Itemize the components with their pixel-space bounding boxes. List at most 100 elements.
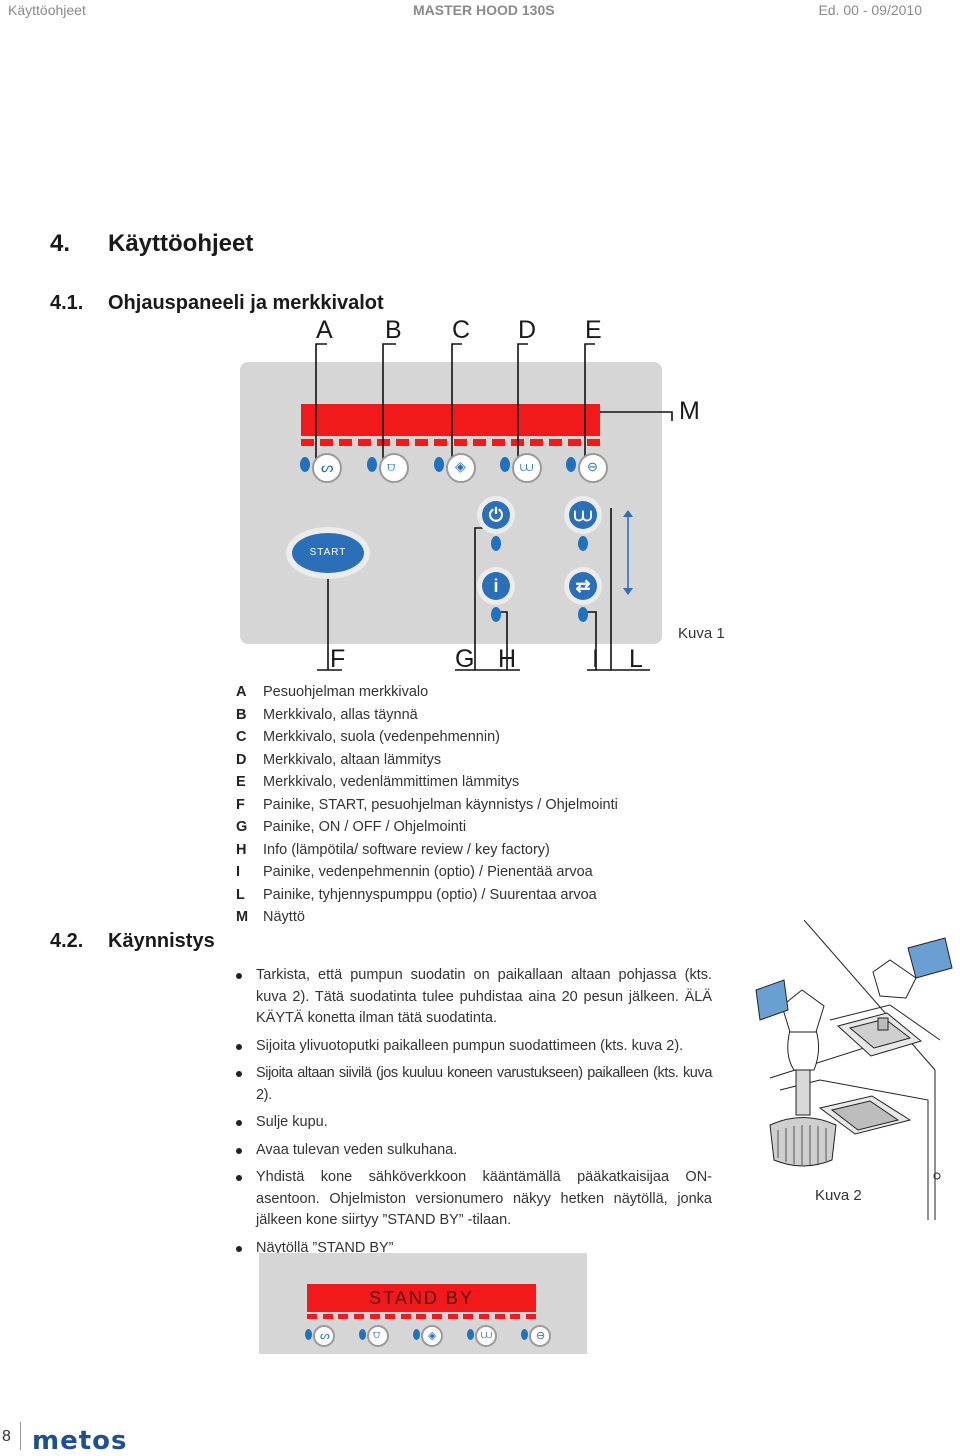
softener-button[interactable]: ⇄ bbox=[564, 567, 602, 605]
tank-heater-icon: ⩊ bbox=[520, 459, 534, 474]
salt-icon: ◈ bbox=[455, 458, 466, 474]
indicator-led bbox=[491, 536, 501, 551]
standby-indicator: ⩊ bbox=[475, 1325, 497, 1347]
legend-text: Merkkivalo, altaan lämmitys bbox=[263, 751, 442, 768]
indicator-led bbox=[578, 536, 588, 551]
program-indicator-a: ᔕ bbox=[312, 453, 342, 483]
boiler-icon: ⊖ bbox=[536, 1330, 546, 1342]
callout-lines bbox=[315, 343, 673, 671]
list-item: Yhdistä kone sähköverkkoon kääntämällä p… bbox=[234, 1167, 712, 1232]
indicator-led bbox=[305, 1329, 312, 1340]
panel-display bbox=[301, 404, 600, 436]
legend-row: B Merkkivalo, allas täynnä bbox=[236, 704, 618, 727]
figure-1-caption: Kuva 1 bbox=[678, 625, 725, 642]
section-title: Käyttöohjeet bbox=[108, 230, 254, 257]
legend-text: Painike, tyhjennyspumppu (optio) / Suure… bbox=[263, 886, 597, 903]
salt-icon: ◈ bbox=[428, 1330, 437, 1342]
indicator-led bbox=[500, 457, 510, 472]
list-item: Sulje kupu. bbox=[234, 1112, 712, 1134]
indicator-led bbox=[434, 457, 444, 472]
indicator-led bbox=[521, 1329, 528, 1340]
standby-indicator: ⩌ bbox=[367, 1325, 389, 1347]
section-heading: 4. Käyttöohjeet bbox=[50, 230, 253, 258]
start-button[interactable]: START bbox=[286, 527, 370, 579]
subsection-heading-panel: 4.1.Ohjauspaneeli ja merkkivalot bbox=[50, 292, 384, 315]
list-item: Näytöllä ”STAND BY” bbox=[234, 1238, 712, 1260]
start-button-label: START bbox=[292, 533, 364, 573]
callout-letter-e: E bbox=[585, 316, 602, 344]
section-number: 4. bbox=[50, 230, 71, 257]
callout-letter-i: I bbox=[592, 645, 599, 673]
legend-key: L bbox=[236, 886, 245, 903]
legend-row: G Painike, ON / OFF / Ohjelmointi bbox=[236, 816, 618, 839]
salt-indicator-c: ◈ bbox=[446, 453, 476, 483]
legend-row: M Näyttö bbox=[236, 906, 618, 929]
legend-row: L Painike, tyhjennyspumppu (optio) / Suur… bbox=[236, 884, 618, 907]
list-item: Sijoita ylivuotoputki paikalleen pumpun … bbox=[234, 1036, 712, 1058]
metos-logo: metos bbox=[32, 1426, 128, 1456]
fan-icon: ᔕ bbox=[320, 1330, 330, 1342]
subsection-title: Ohjauspaneeli ja merkkivalot bbox=[108, 292, 384, 314]
footer-divider bbox=[20, 1422, 21, 1450]
info-icon: i bbox=[482, 572, 510, 600]
standby-display: STAND BY bbox=[307, 1284, 536, 1312]
header-edition: Ed. 00 - 09/2010 bbox=[818, 2, 922, 18]
standby-indicator: ᔕ bbox=[313, 1325, 335, 1347]
indicator-led bbox=[578, 607, 588, 622]
legend-text: Painike, ON / OFF / Ohjelmointi bbox=[263, 819, 467, 835]
legend-key: D bbox=[236, 751, 247, 768]
subsection-title: Käynnistys bbox=[108, 930, 215, 952]
header-product-name: MASTER HOOD 130S bbox=[413, 2, 555, 18]
callout-letter-l: L bbox=[629, 645, 643, 673]
legend-text: Merkkivalo, allas täynnä bbox=[263, 706, 418, 723]
indicator-led bbox=[467, 1329, 474, 1340]
tank-heater-icon: ⩊ bbox=[481, 1329, 493, 1341]
figure-2-caption: Kuva 2 bbox=[815, 1187, 862, 1204]
legend-key: M bbox=[236, 909, 249, 925]
legend-key: A bbox=[236, 684, 247, 700]
startup-steps: Tarkista, että pumpun suodatin on paikal… bbox=[234, 965, 712, 1265]
legend-key: I bbox=[236, 864, 241, 880]
legend-row: E Merkkivalo, vedenlämmittimen lämmitys bbox=[236, 771, 618, 794]
legend-text: Näyttö bbox=[263, 909, 305, 925]
indicator-led bbox=[413, 1329, 420, 1340]
header-manual-title: Käyttöohjeet bbox=[8, 2, 86, 18]
panel-legend: A Pesuohjelman merkkivalo B Merkkivalo, al… bbox=[236, 681, 618, 929]
callout-letter-a: A bbox=[316, 316, 333, 344]
callout-letter-d: D bbox=[518, 316, 537, 344]
indicator-led bbox=[491, 607, 501, 622]
standby-indicator: ⊖ bbox=[529, 1325, 551, 1347]
legend-row: I Painike, vedenpehmennin (optio) / Piene… bbox=[236, 861, 618, 884]
softener-icon: ⇄ bbox=[569, 572, 597, 600]
list-item: Avaa tulevan veden sulkuhana. bbox=[234, 1140, 712, 1162]
subsection-heading-startup: 4.2. Käynnistys bbox=[50, 930, 215, 953]
legend-text: Merkkivalo, suola (vedenpehmennin) bbox=[263, 729, 500, 745]
subsection-number: 4.2. bbox=[50, 930, 84, 952]
power-icon: ⏻ bbox=[482, 501, 510, 529]
callout-letter-b: B bbox=[385, 316, 402, 344]
legend-text: Merkkivalo, vedenlämmittimen lämmitys bbox=[263, 774, 520, 790]
callout-letter-g: G bbox=[455, 645, 475, 673]
page-number: 8 bbox=[2, 1428, 11, 1445]
on-off-button[interactable]: ⏻ bbox=[477, 496, 515, 534]
legend-key: B bbox=[236, 706, 247, 723]
callout-letter-h: H bbox=[498, 645, 517, 673]
filter-installation-illustration bbox=[755, 920, 953, 1220]
tank-heating-indicator-d: ⩊ bbox=[512, 453, 542, 483]
tank-icon: ⩌ bbox=[387, 459, 396, 474]
tank-full-indicator-b: ⩌ bbox=[379, 453, 409, 483]
fan-icon: ᔕ bbox=[321, 459, 334, 475]
callout-letter-f: F bbox=[330, 645, 346, 673]
legend-key: G bbox=[236, 819, 248, 835]
drain-pump-icon: ⩊ bbox=[569, 501, 597, 529]
drain-pump-button[interactable]: ⩊ bbox=[564, 496, 602, 534]
legend-text: Pesuohjelman merkkivalo bbox=[263, 684, 429, 700]
legend-text: Painike, vedenpehmennin (optio) / Pienen… bbox=[263, 864, 593, 880]
legend-key: E bbox=[236, 774, 246, 790]
legend-key: H bbox=[236, 841, 247, 858]
standby-indicator: ◈ bbox=[421, 1325, 443, 1347]
info-button[interactable]: i bbox=[477, 567, 515, 605]
legend-row: A Pesuohjelman merkkivalo bbox=[236, 681, 618, 704]
